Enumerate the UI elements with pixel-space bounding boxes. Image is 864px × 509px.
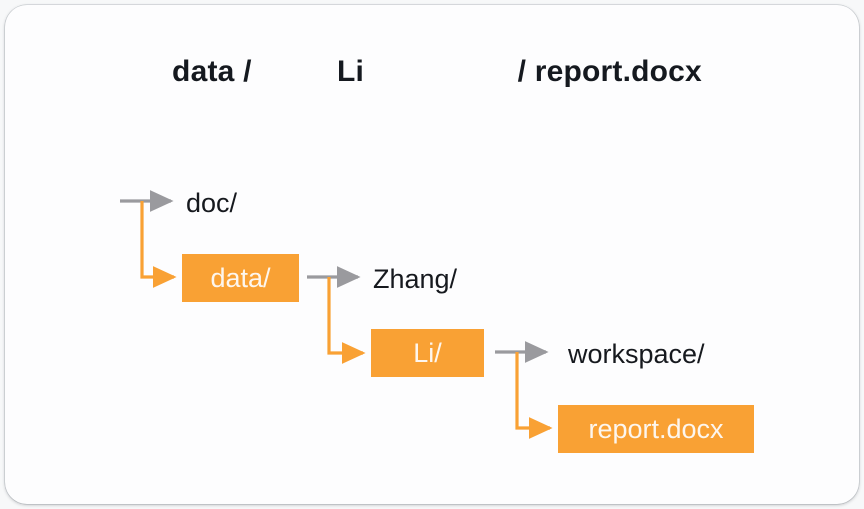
connector-level-2 [307,266,366,364]
connector-level-3 [495,341,553,439]
connector-level-1 [120,190,177,288]
tree-node-zhang[interactable]: Zhang/ [373,264,458,294]
diagram-card: data / Li / report.docx [5,5,859,504]
tree-node-li-selected[interactable]: Li/ [371,329,484,377]
tree-node-workspace[interactable]: workspace/ [568,339,705,369]
tree-node-doc[interactable]: doc/ [186,188,238,218]
tree-node-data-selected[interactable]: data/ [182,254,299,302]
breadcrumb-path-title: data / Li / report.docx [172,55,702,88]
tree-node-report-docx-selected[interactable]: report.docx [558,405,754,453]
